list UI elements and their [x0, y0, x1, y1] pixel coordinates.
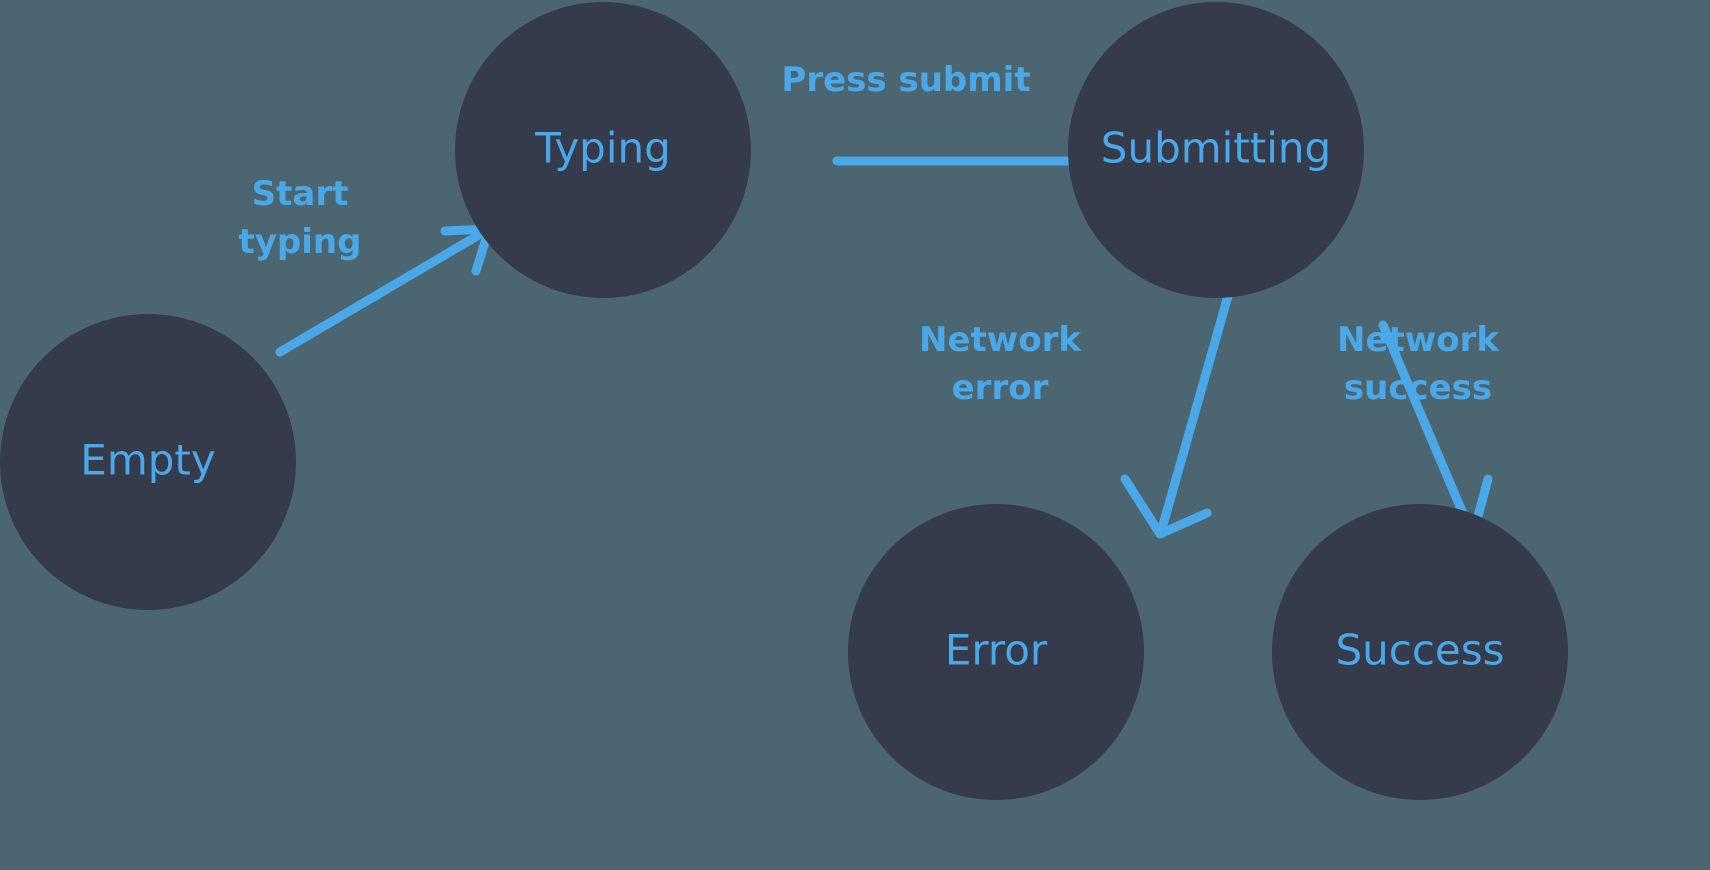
- state-node-shape-error: [848, 504, 1144, 800]
- edge-line-network-success: [1378, 320, 1475, 535]
- edge-label-press-submit: Press submit: [781, 60, 1030, 100]
- edge-network-error: [1120, 291, 1233, 539]
- edges-layer: [275, 128, 1493, 540]
- state-node-empty[interactable]: Empty: [0, 314, 296, 610]
- state-node-success[interactable]: Success: [1272, 504, 1568, 800]
- state-node-label-submitting: Submitting: [1101, 124, 1331, 173]
- arrowhead-icon-network-error: [1120, 474, 1212, 539]
- edge-label-line: Network: [919, 320, 1082, 360]
- state-node-submitting[interactable]: Submitting: [1068, 2, 1364, 298]
- edge-line-start-typing: [275, 224, 494, 357]
- edge-label-line: Press submit: [781, 60, 1030, 100]
- edge-line-network-error: [1156, 291, 1233, 537]
- edge-label-line: typing: [239, 222, 362, 262]
- state-node-shape-typing: [455, 2, 751, 298]
- state-node-error[interactable]: Error: [848, 504, 1144, 800]
- state-node-shape-success: [1272, 504, 1568, 800]
- edge-label-network-success: Network success: [1337, 320, 1500, 408]
- state-node-shape-empty: [0, 314, 296, 610]
- edge-label-line: Start: [252, 174, 349, 214]
- edge-label-line: Network: [1337, 320, 1500, 360]
- state-node-shape-submitting: [1068, 2, 1364, 298]
- state-node-typing[interactable]: Typing: [455, 2, 751, 298]
- edge-label-network-error: Network error: [919, 320, 1082, 408]
- edge-label-start-typing: Start typing: [239, 174, 362, 262]
- state-node-label-success: Success: [1335, 626, 1504, 675]
- state-node-label-empty: Empty: [80, 436, 215, 485]
- state-node-label-error: Error: [945, 626, 1048, 675]
- state-node-label-typing: Typing: [534, 124, 671, 173]
- edge-label-line: error: [952, 368, 1049, 408]
- edge-label-line: success: [1344, 368, 1492, 408]
